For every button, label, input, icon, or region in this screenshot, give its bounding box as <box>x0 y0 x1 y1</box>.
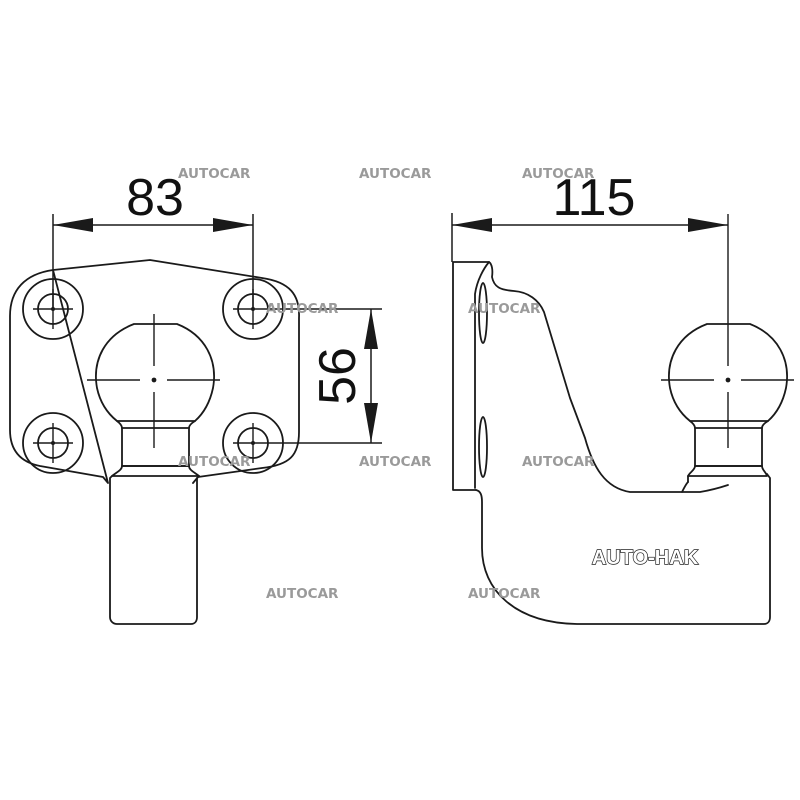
watermark: AUTOCAR <box>266 301 339 317</box>
dimension-56: 56 <box>273 308 382 444</box>
watermark: AUTOCAR <box>359 454 432 470</box>
watermark: AUTOCAR <box>178 454 251 470</box>
dimension-83: 83 <box>52 169 254 310</box>
tow-ball-front <box>87 314 220 625</box>
watermark: AUTOCAR <box>468 301 541 317</box>
dimension-label-115: 115 <box>553 169 636 227</box>
slot-upper <box>478 282 488 344</box>
tow-ball-side <box>661 214 794 483</box>
watermark: AUTOCAR <box>266 586 339 602</box>
slot-lower <box>478 416 488 478</box>
dimension-115: 115 <box>451 169 728 262</box>
bolt-hole-bottom-left <box>22 412 84 474</box>
dimension-label-56: 56 <box>309 347 367 405</box>
watermark: AUTOCAR <box>359 166 432 182</box>
side-view: AUTO-HAK 115 <box>451 169 794 625</box>
bolt-hole-bottom-right <box>222 412 284 474</box>
dimension-label-83: 83 <box>126 169 184 227</box>
brand-label: AUTO-HAK <box>592 547 699 569</box>
watermarks: AUTOCAR AUTOCAR AUTOCAR AUTOCAR AUTOCAR … <box>178 166 595 602</box>
watermark: AUTOCAR <box>468 586 541 602</box>
watermark: AUTOCAR <box>522 454 595 470</box>
front-view: 83 56 <box>9 169 382 625</box>
hitch-body <box>475 473 771 625</box>
watermark: AUTOCAR <box>178 166 251 182</box>
watermark: AUTOCAR <box>522 166 595 182</box>
